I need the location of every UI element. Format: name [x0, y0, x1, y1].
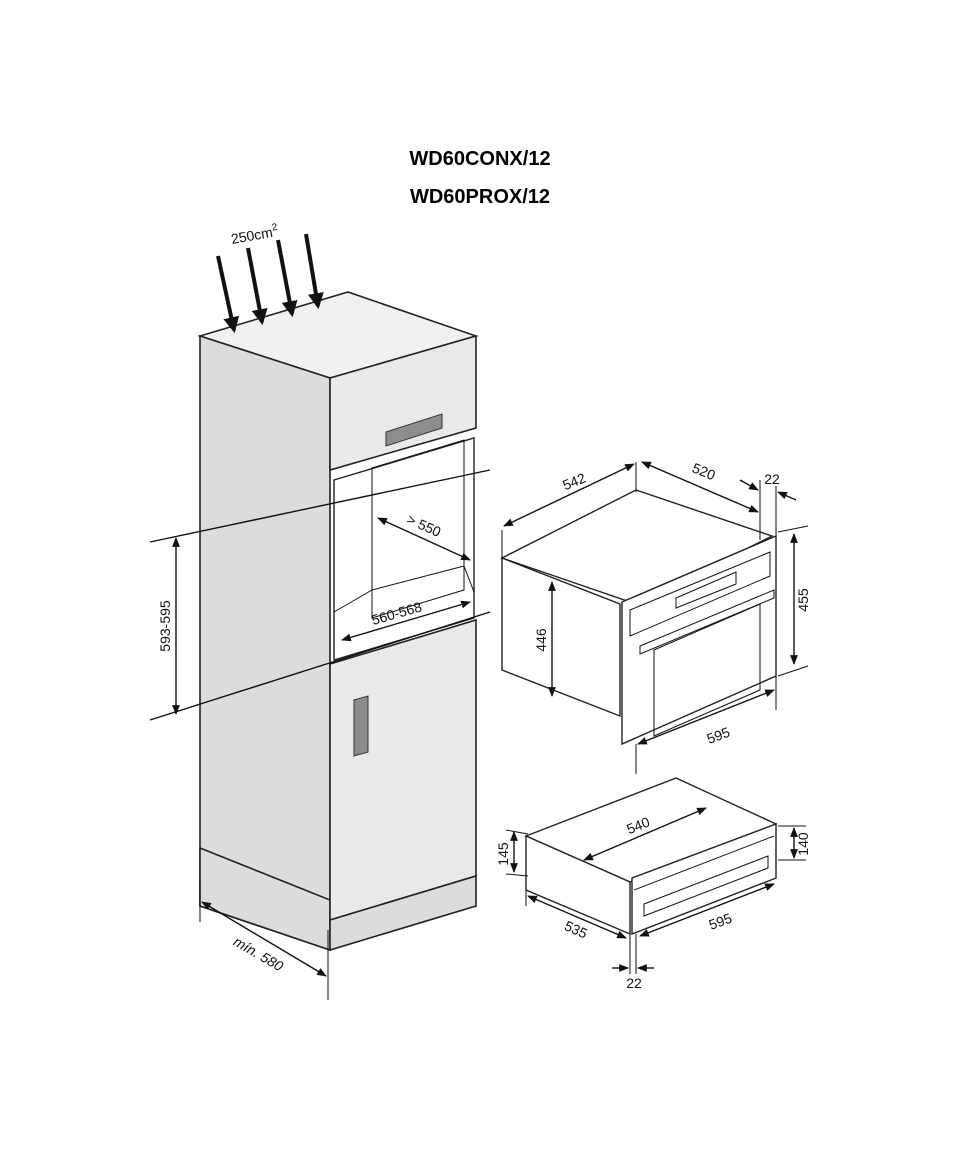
oven-body-depth-dim: [641, 461, 759, 513]
airflow-arrow-icon: [216, 233, 324, 334]
model-title-1: WD60CONX/12: [409, 148, 551, 170]
drawer-front-thickness-label: 22: [626, 975, 642, 991]
niche-width-dim: [341, 600, 471, 642]
oven-body-height-label: 446: [533, 628, 549, 652]
drawer-front-width-dim: [639, 883, 775, 937]
upper-door-handle: [385, 413, 443, 447]
model-title-2: WD60PROX/12: [409, 186, 551, 208]
cabinet-depth-dim: [201, 901, 327, 977]
cabinet-lower-door: [329, 618, 477, 922]
oven-depth-label: 542: [560, 469, 588, 493]
oven-front-width-dim: [637, 689, 775, 745]
niche-height-label: 593-595: [157, 600, 173, 652]
oven-control-panel: [629, 551, 771, 637]
lower-door-handle: [353, 695, 369, 757]
drawer-front-height-label: 140: [795, 832, 811, 856]
oven-body-depth-label: 520: [690, 460, 718, 484]
oven-side: [501, 556, 621, 718]
oven-front-width-label: 595: [705, 724, 733, 747]
cabinet-upper-door: [329, 334, 477, 472]
model-titles: WD60CONX/12 WD60PROX/12: [0, 140, 960, 216]
ventilation-label: 250cm2: [230, 222, 280, 247]
drawer-body-height-label: 145: [495, 842, 511, 866]
cabinet-plinth-front: [329, 874, 477, 952]
drawer-body-width-dim: [583, 807, 707, 861]
tall-cabinet: [197, 291, 479, 952]
oven-depth-dim: [503, 463, 635, 527]
niche-back: [371, 439, 465, 619]
drawer-depth-dim: [527, 895, 627, 939]
drawer-front-width-label: 595: [707, 910, 735, 933]
oven-front-height-label: 455: [795, 588, 811, 612]
oven-door-handle: [639, 589, 775, 655]
cabinet-depth-label: mín. 580: [231, 933, 286, 974]
oven-display: [675, 571, 737, 609]
oven-front-thickness-label: 22: [764, 471, 780, 487]
niche-top-cut-line: [149, 469, 491, 543]
niche-depth-dim: [377, 517, 471, 561]
